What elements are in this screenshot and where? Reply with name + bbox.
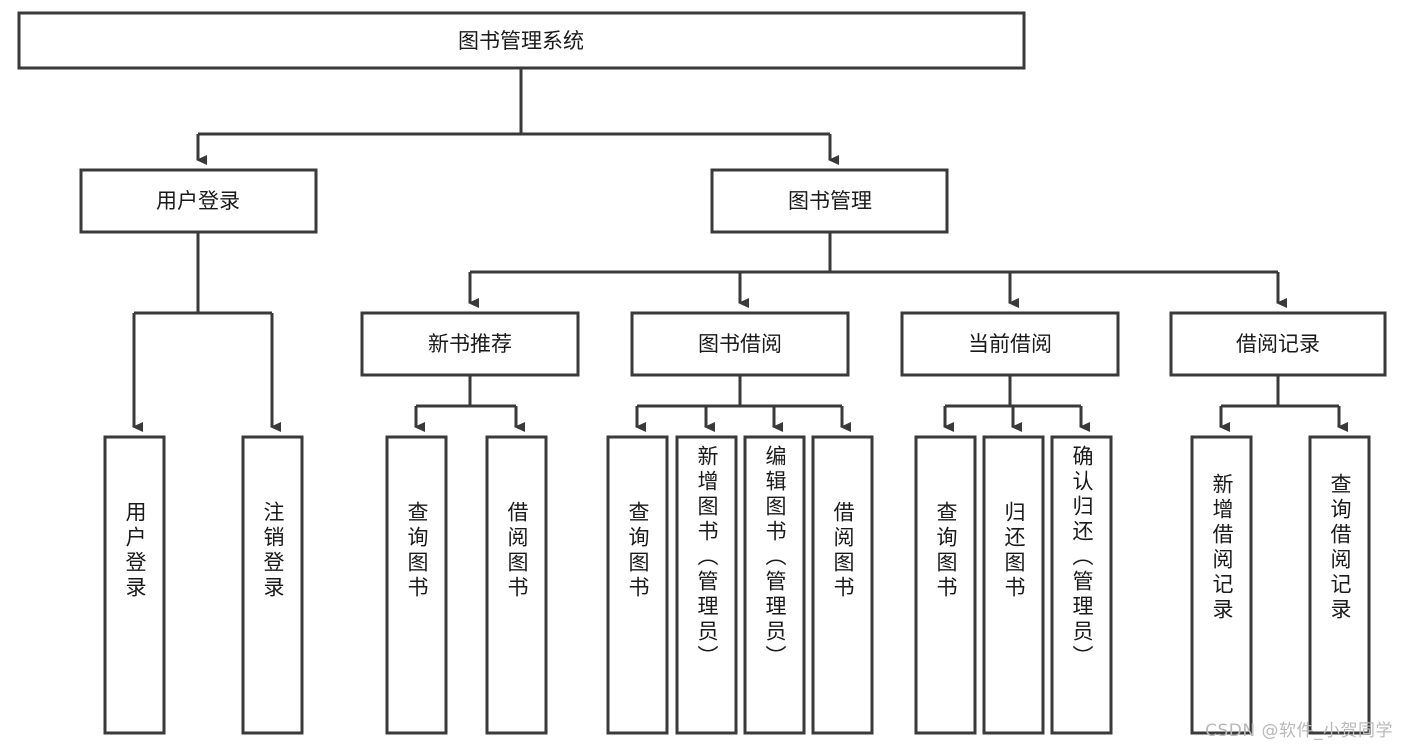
connector-group-book-manage	[468, 232, 1287, 308]
node-borrow[interactable]: 图书借阅	[630, 311, 850, 377]
node-new-books-box[interactable]	[360, 311, 580, 377]
node-borrow-label: 图书借阅	[698, 332, 782, 356]
watermark-text: CSDN @软件_小贺同学	[1205, 721, 1393, 741]
node-current-borrow[interactable]: 当前借阅	[900, 311, 1120, 377]
leaf-box-query-book-current[interactable]	[914, 435, 977, 735]
node-root-label: 图书管理系统	[458, 29, 584, 53]
node-new-books[interactable]: 新书推荐	[360, 311, 580, 377]
node-book-manage[interactable]: 图书管理	[710, 168, 949, 234]
leaf-box-confirm-return-admin[interactable]	[1050, 435, 1113, 735]
leaf-box-return-book[interactable]	[982, 435, 1045, 735]
leaf-box-query-borrow-record[interactable]	[1308, 435, 1371, 735]
node-current-borrow-box[interactable]	[900, 311, 1120, 377]
node-user-login[interactable]: 用户登录	[79, 168, 318, 234]
node-borrow-box[interactable]	[630, 311, 850, 377]
node-borrow-records[interactable]: 借阅记录	[1169, 311, 1387, 377]
node-book-manage-label: 图书管理	[788, 189, 872, 213]
leaf-box-user-login[interactable]	[103, 435, 166, 735]
node-current-borrow-label: 当前借阅	[968, 332, 1052, 356]
node-user-login-box[interactable]	[79, 168, 318, 234]
node-root-box[interactable]	[17, 11, 1026, 70]
node-borrow-records-box[interactable]	[1169, 311, 1387, 377]
leaf-box-edit-book-admin[interactable]	[743, 435, 806, 735]
leaf-box-borrow-book[interactable]	[811, 435, 874, 735]
connector-group-borrow	[635, 375, 851, 432]
leaf-box-query-book-new[interactable]	[385, 435, 448, 735]
node-root[interactable]: 图书管理系统	[17, 11, 1026, 70]
connector-group-current-borrow	[943, 375, 1090, 432]
node-borrow-records-label: 借阅记录	[1236, 332, 1320, 356]
leaf-box-add-book-admin[interactable]	[675, 435, 738, 735]
connector-group-user-login	[132, 232, 281, 432]
leaf-box-add-borrow-record[interactable]	[1190, 435, 1253, 735]
node-user-login-label: 用户登录	[156, 189, 240, 213]
connector-group-new-books	[414, 375, 525, 432]
connector-group-borrow-records	[1219, 375, 1348, 432]
leaf-box-borrow-book-new[interactable]	[485, 435, 548, 735]
leaf-box-logout[interactable]	[241, 435, 304, 735]
connector-group-root	[196, 68, 839, 165]
node-new-books-label: 新书推荐	[428, 332, 512, 356]
node-book-manage-box[interactable]	[710, 168, 949, 234]
leaf-box-query-book-borrow[interactable]	[606, 435, 669, 735]
